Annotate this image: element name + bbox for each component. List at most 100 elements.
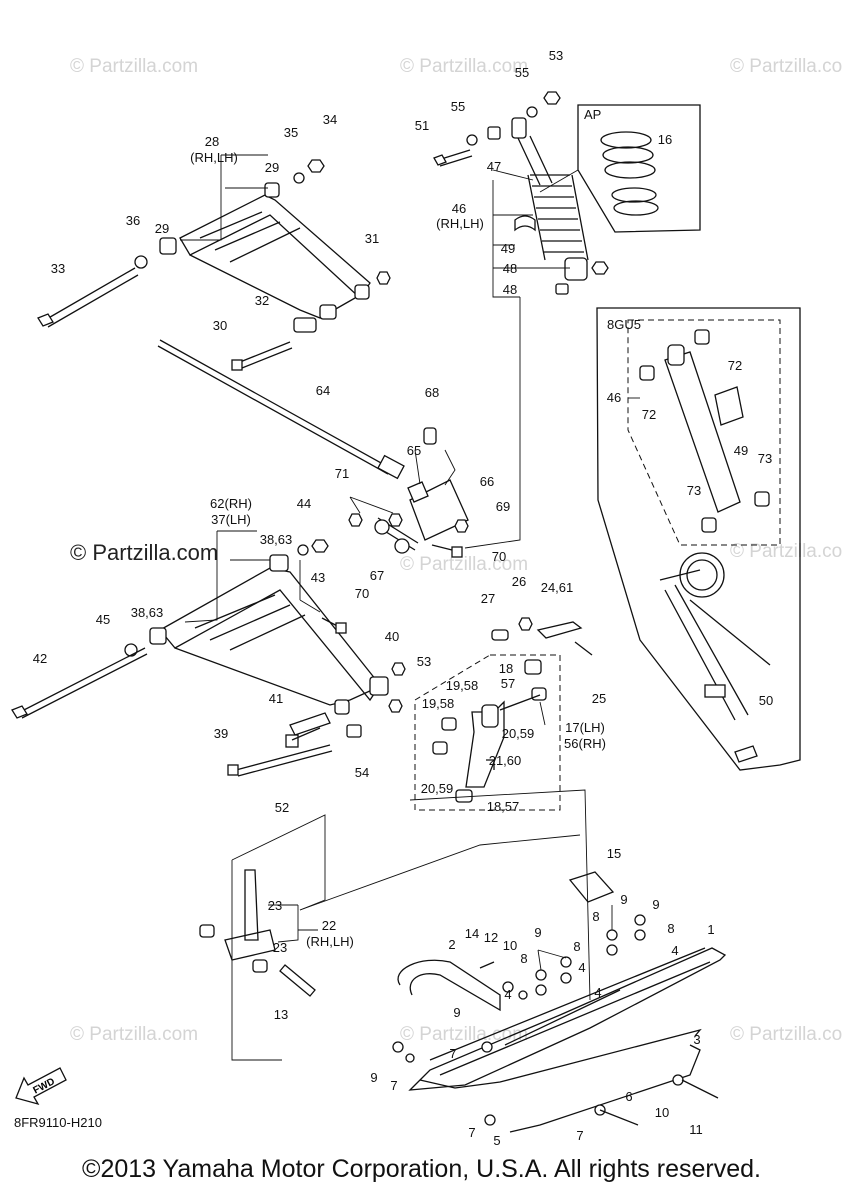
label-10: 10 [503,938,517,953]
label-52: 52 [275,800,289,815]
inset-8gu5: 8GU5 [596,307,801,771]
inset-ap-label: AP [584,107,601,122]
label-6: 6 [625,1089,632,1104]
label-3: 3 [693,1032,700,1047]
label-43: 43 [311,570,325,585]
label-37: 37(LH) [211,512,251,527]
label-53: 53 [417,654,431,669]
label-18: 18 [499,661,513,676]
watermark: © Partzilla.com [400,554,528,575]
watermark: © Partzilla.com [730,541,843,562]
label-55: 55 [515,65,529,80]
spindle-22 [199,814,326,1061]
label-38-63: 38,63 [131,605,164,620]
label-41: 41 [269,691,283,706]
steering-column-box [414,617,593,811]
upper-arm-assembly [37,159,391,371]
label-29: 29 [155,221,169,236]
watermark: © Partzilla.com [400,56,528,77]
label-4: 4 [594,985,601,1000]
diagram-code: 8FR9110-H210 [14,1115,102,1130]
label-49: 49 [734,443,748,458]
label-4: 4 [671,943,678,958]
label-9: 9 [370,1070,377,1085]
label-56: 56(RH) [564,736,606,751]
label-8: 8 [667,921,674,936]
watermark: © Partzilla.com [730,1024,843,1045]
label-4: 4 [504,987,511,1002]
label-32: 32 [255,293,269,308]
label-4: 4 [578,960,585,975]
label-16: 16 [658,132,672,147]
label-36: 36 [126,213,140,228]
watermarks: © Partzilla.com © Partzilla.com © Partzi… [70,56,843,1045]
watermark: © Partzilla.com [70,1024,198,1045]
label-20-59: 20,59 [502,726,535,741]
label-30: 30 [213,318,227,333]
rod-64 [157,339,405,480]
label-31: 31 [365,231,379,246]
label-40: 40 [385,629,399,644]
label-7: 7 [390,1078,397,1093]
label-71: 71 [335,466,349,481]
label-57: 57 [501,676,515,691]
label-72: 72 [728,358,742,373]
label-70: 70 [492,549,506,564]
shock-absorber [433,91,609,295]
label-11: 11 [689,1122,703,1137]
label-14: 14 [465,926,479,941]
label-67: 67 [370,568,384,583]
label-19-58: 19,58 [422,696,455,711]
label-62: 62(RH) [210,496,252,511]
label-26: 26 [512,574,526,589]
label-27: 27 [481,591,495,606]
label-9: 9 [620,892,627,907]
lower-arm-assembly [11,539,406,777]
label-22-sub: (RH,LH) [306,934,354,949]
label-46-sub: (RH,LH) [436,216,484,231]
label-8: 8 [573,939,580,954]
label-19-58: 19,58 [446,678,479,693]
label-47: 47 [487,159,501,174]
label-7: 7 [576,1128,583,1143]
watermark: © Partzilla.com [400,1024,528,1045]
label-12: 12 [484,930,498,945]
label-55: 55 [451,99,465,114]
watermark: © Partzilla.com [730,56,843,77]
label-50: 50 [759,693,773,708]
label-2: 2 [448,937,455,952]
label-44: 44 [297,496,311,511]
label-23: 23 [268,898,282,913]
label-48: 48 [503,261,517,276]
label-73: 73 [687,483,701,498]
label-9: 9 [534,925,541,940]
label-49: 49 [501,241,515,256]
label-38-63: 38,63 [260,532,293,547]
fwd-arrow-icon: FWD [15,1067,67,1106]
part-labels: 53 55 55 51 47 46 (RH,LH) 49 48 48 16 28… [33,48,773,1148]
label-8: 8 [592,909,599,924]
label-39: 39 [214,726,228,741]
label-66: 66 [480,474,494,489]
label-22: 22 [322,918,336,933]
label-65: 65 [407,443,421,458]
label-54: 54 [355,765,369,780]
bracket-link [348,427,469,558]
label-46: 46 [452,201,466,216]
label-70: 70 [355,586,369,601]
label-1: 1 [707,922,714,937]
label-51: 51 [415,118,429,133]
label-53: 53 [549,48,563,63]
label-21-60: 21,60 [489,753,522,768]
fwd-label: FWD [31,1076,56,1096]
label-23: 23 [273,940,287,955]
label-46: 46 [607,390,621,405]
label-33: 33 [51,261,65,276]
label-24-61: 24,61 [541,580,574,595]
label-42: 42 [33,651,47,666]
label-68: 68 [425,385,439,400]
inset-ap: AP [539,104,701,233]
label-28: 28 [205,134,219,149]
label-69: 69 [496,499,510,514]
